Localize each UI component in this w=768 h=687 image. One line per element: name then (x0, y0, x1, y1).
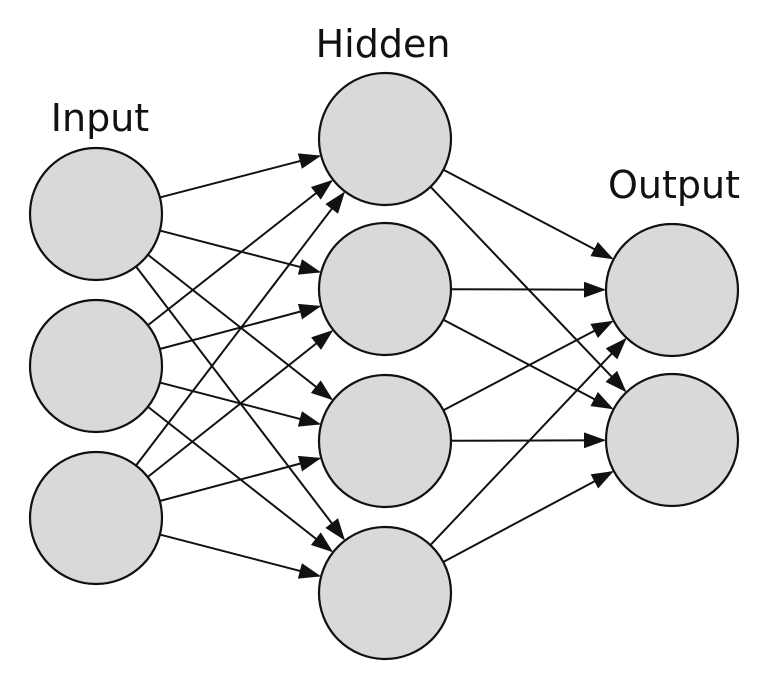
connections (135, 153, 627, 579)
edge-input-1-to-hidden-2 (159, 229, 322, 275)
edge-hidden-3-to-output-1 (442, 320, 614, 412)
edge-hidden-2-to-output-1 (450, 281, 607, 298)
edge-input-2-to-hidden-1 (147, 179, 334, 327)
output-node-2 (604, 372, 740, 508)
edge-input-1-to-hidden-1 (159, 153, 322, 199)
edge-hidden-2-to-output-2 (442, 318, 614, 410)
edge-input-3-to-hidden-3 (159, 455, 322, 502)
input-node-3 (28, 450, 164, 586)
output-node-1 (604, 222, 740, 358)
output-layer-label: Output (608, 163, 740, 207)
hidden-node-3 (317, 373, 453, 509)
hidden-node-1 (317, 71, 453, 207)
edge-hidden-4-to-output-1 (429, 337, 627, 546)
edge-input-2-to-hidden-2 (159, 303, 322, 350)
input-layer-label: Input (51, 96, 149, 140)
edge-input-3-to-hidden-4 (159, 533, 322, 579)
edge-input-3-to-hidden-1 (135, 191, 345, 467)
input-node-2 (28, 298, 164, 434)
hidden-layer-label: Hidden (316, 22, 451, 66)
neurons (28, 71, 740, 661)
input-node-1 (28, 146, 164, 282)
edge-hidden-1-to-output-1 (442, 168, 614, 260)
edge-hidden-3-to-output-2 (450, 432, 607, 449)
edge-input-3-to-hidden-2 (147, 329, 334, 478)
edge-hidden-4-to-output-2 (442, 471, 614, 563)
hidden-node-4 (317, 525, 453, 661)
hidden-node-2 (317, 221, 453, 357)
